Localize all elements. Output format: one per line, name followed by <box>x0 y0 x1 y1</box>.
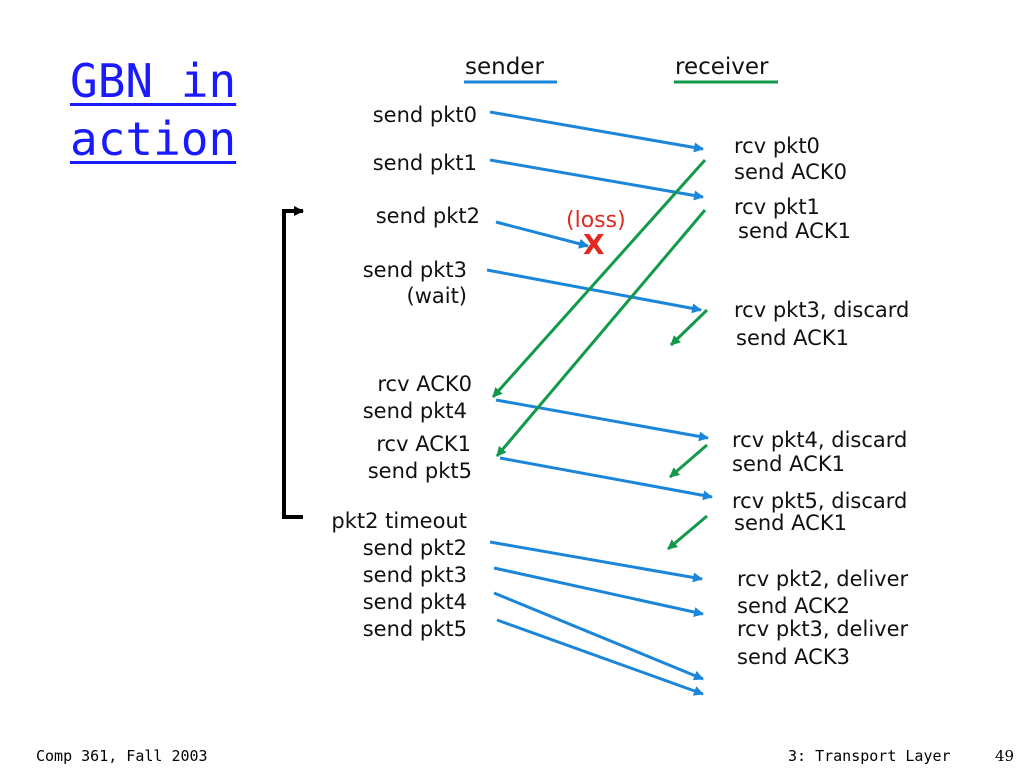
receiver-label-rcv-pkt3-discard: rcv pkt3, discard <box>734 298 909 322</box>
packet-arrow-resend-pkt2 <box>489 540 703 583</box>
receiver-label-rcv-pkt3-deliver: rcv pkt3, deliver <box>737 617 909 641</box>
packet-arrow-pkt2-lost <box>495 220 589 249</box>
receiver-label-send-ack1-b: send ACK1 <box>736 326 849 350</box>
receiver-label-rcv-pkt4-discard: rcv pkt4, discard <box>732 428 907 452</box>
sender-label-rcv-ack1: rcv ACK1 <box>376 432 471 456</box>
packet-arrow-resend-pkt5 <box>496 618 704 696</box>
sender-label-send-pkt4: send pkt4 <box>363 399 467 423</box>
packet-arrow-pkt4 <box>495 398 709 442</box>
packet-arrow-resend-pkt3 <box>493 566 704 617</box>
packet-arrow-resend-pkt4 <box>493 591 704 681</box>
sender-label-resend-pkt3: send pkt3 <box>363 563 467 587</box>
footer-course: Comp 361, Fall 2003 <box>36 747 208 765</box>
sender-label-rcv-ack0: rcv ACK0 <box>377 372 472 396</box>
receiver-header: receiver <box>675 54 769 80</box>
sender-label-resend-pkt2: send pkt2 <box>363 536 467 560</box>
sender-label-pkt2-timeout: pkt2 timeout <box>331 509 467 533</box>
packet-arrow-pkt3 <box>486 268 702 314</box>
receiver-label-send-ack1-d: send ACK1 <box>734 511 847 535</box>
receiver-label-send-ack2: send ACK2 <box>737 594 850 618</box>
page-number: 49 <box>995 747 1015 765</box>
sender-label-resend-pkt5: send pkt5 <box>363 617 467 641</box>
receiver-label-rcv-pkt5-discard: rcv pkt5, discard <box>732 489 907 513</box>
ack-arrow-dup-ack1-b <box>669 443 708 479</box>
packet-arrow-pkt0 <box>489 110 704 153</box>
timeout-bracket-arrow <box>282 206 304 519</box>
sender-label-resend-pkt4: send pkt4 <box>363 590 467 614</box>
receiver-label-send-ack1-a: send ACK1 <box>738 219 851 243</box>
loss-label: (loss) <box>566 208 626 233</box>
sender-label-wait: (wait) <box>407 284 468 308</box>
sender-header: sender <box>465 54 544 80</box>
receiver-label-send-ack0: send ACK0 <box>734 160 847 184</box>
ack-arrow-dup-ack1-a <box>669 308 709 347</box>
sender-label-send-pkt5: send pkt5 <box>368 459 472 483</box>
sender-label-send-pkt3: send pkt3 <box>363 258 467 282</box>
packet-arrow-pkt1 <box>489 158 704 201</box>
receiver-label-send-ack1-c: send ACK1 <box>732 452 845 476</box>
slide-title: GBN in action <box>70 54 237 166</box>
receiver-label-rcv-pkt2-deliver: rcv pkt2, deliver <box>737 567 909 591</box>
loss-x-icon: X <box>583 228 605 261</box>
ack-arrow-ack1 <box>495 209 707 457</box>
ack-arrow-dup-ack1-c <box>667 514 708 551</box>
sender-label-send-pkt0: send pkt0 <box>373 103 477 127</box>
receiver-label-rcv-pkt1: rcv pkt1 <box>734 195 820 219</box>
sender-label-send-pkt2: send pkt2 <box>376 204 480 228</box>
packet-arrow-pkt5 <box>499 456 713 501</box>
footer-chapter: 3: Transport Layer <box>788 747 951 765</box>
receiver-label-rcv-pkt0: rcv pkt0 <box>734 134 820 158</box>
ack-arrow-ack0 <box>491 158 707 399</box>
receiver-label-send-ack3: send ACK3 <box>737 645 850 669</box>
sender-label-send-pkt1: send pkt1 <box>373 151 477 175</box>
